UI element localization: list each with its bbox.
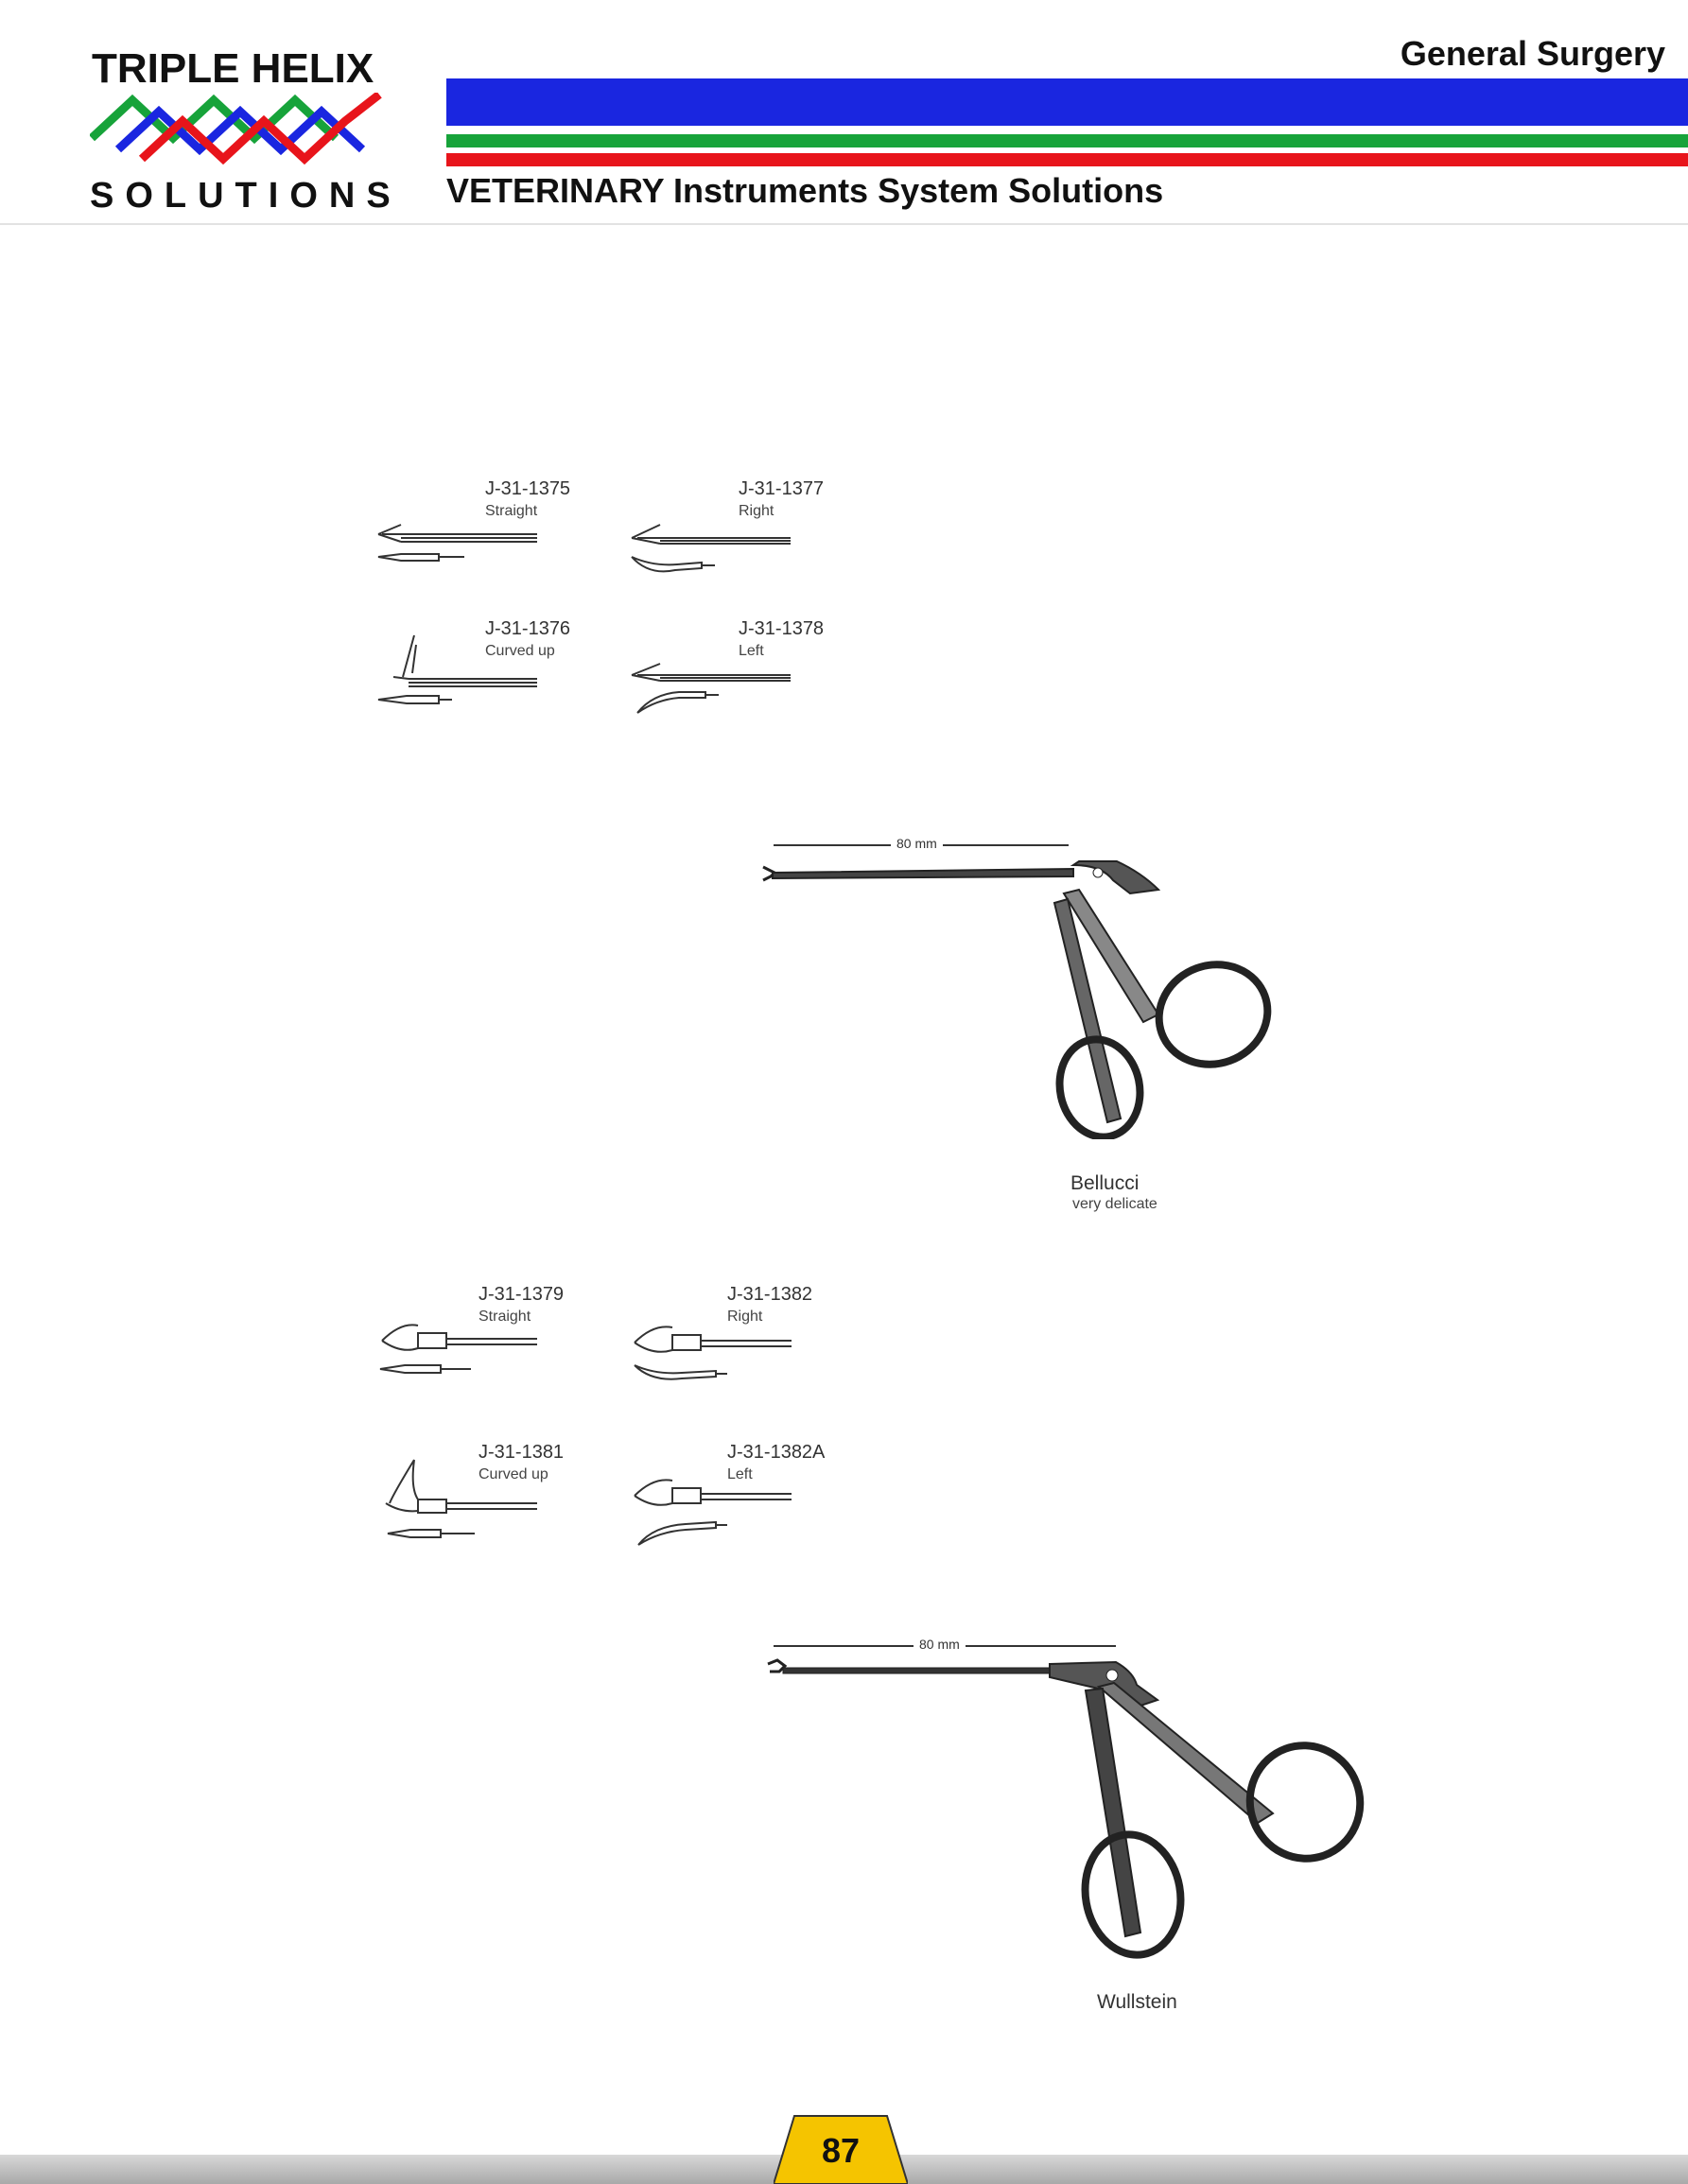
item-desc: Straight [485,503,538,519]
tip-curved-up-icon [385,1459,537,1538]
helix-logo-icon [90,93,382,165]
item-desc: Curved up [485,643,555,659]
instrument-name: Wullstein [1097,1991,1177,2013]
tip-straight-icon [379,1324,537,1374]
item-code: J-31-1377 [739,478,825,499]
item-code: J-31-1376 [485,618,571,639]
brand-name-bottom: SOLUTIONS [90,176,402,216]
header-bar-green [446,134,1688,147]
brand-name-top: TRIPLE HELIX [92,45,374,92]
instrument-subtitle: very delicate [1072,1196,1157,1212]
page-number: 87 [821,2131,861,2170]
tip-right-icon [631,524,791,573]
item-desc: Left [727,1466,753,1482]
section-title: General Surgery [1400,34,1665,73]
header-bar-blue [446,78,1688,126]
item-code: J-31-1378 [739,618,825,639]
tip-straight-icon [377,524,537,562]
item-desc: Right [727,1309,763,1325]
item-code: J-31-1375 [485,478,571,499]
item-desc: Curved up [479,1466,548,1482]
bellucci-forceps-icon [762,860,1272,1139]
header-divider [0,223,1688,225]
tagline: VETERINARY Instruments System Solutions [446,171,1164,210]
tip-left-icon [634,1479,792,1546]
item-desc: Right [739,503,774,519]
page-number-tab [774,2115,908,2184]
wullstein-forceps-icon [767,1658,1365,1959]
instrument-name: Bellucci [1070,1172,1140,1194]
item-code: J-31-1382A [727,1442,826,1463]
tip-curved-up-icon [377,634,537,704]
item-code: J-31-1379 [479,1284,565,1305]
tip-left-icon [631,663,791,714]
item-desc: Left [739,643,764,659]
tip-right-icon [634,1326,792,1380]
item-desc: Straight [479,1309,531,1325]
item-code: J-31-1382 [727,1284,813,1305]
item-code: J-31-1381 [479,1442,565,1463]
dimension-label: 80 mm [891,836,943,851]
dimension-label: 80 mm [914,1637,966,1652]
header-bar-red [446,153,1688,166]
